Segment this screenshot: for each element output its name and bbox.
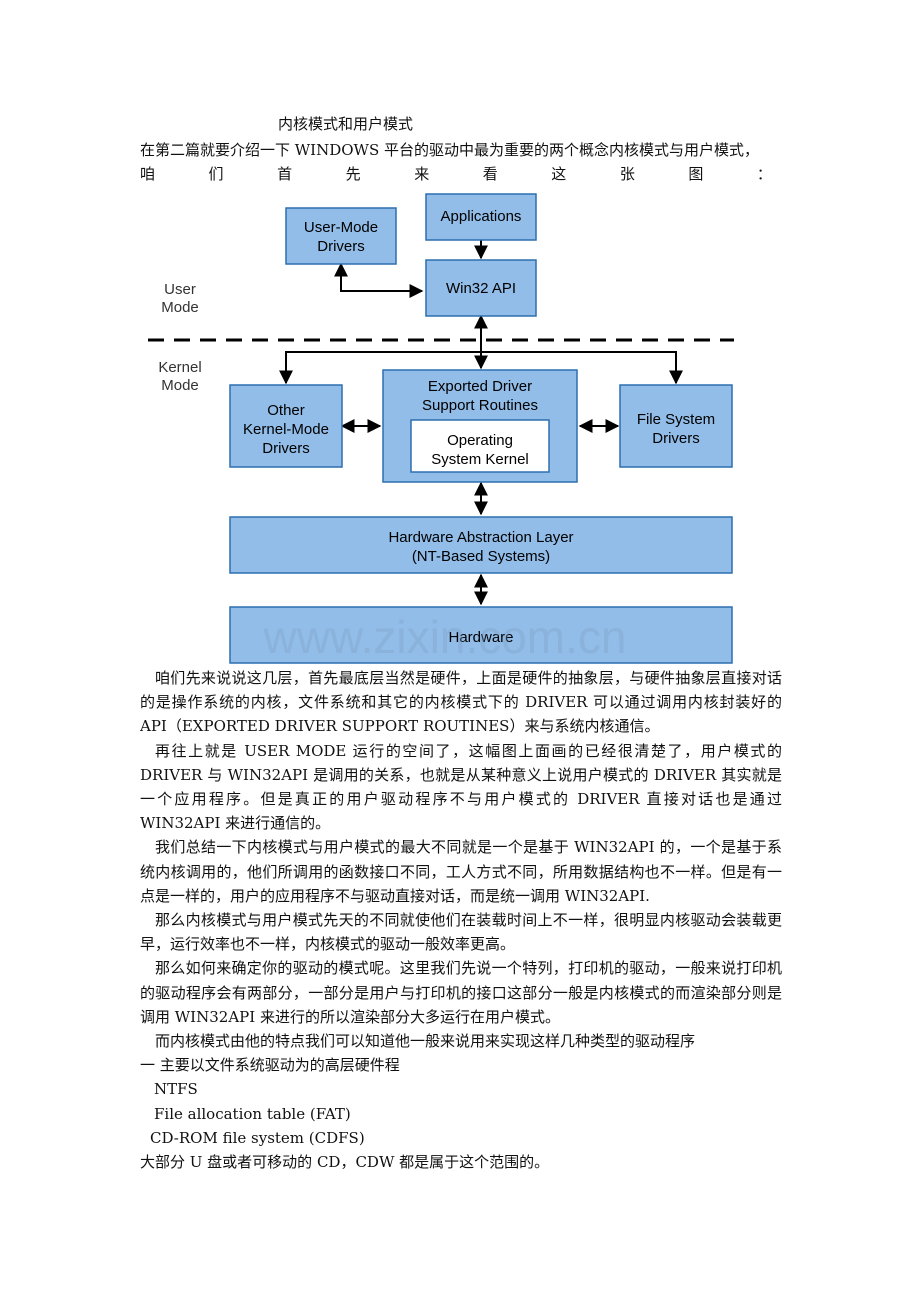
paragraph-7: 一 主要以文件系统驱动为的高层硬件程 — [140, 1056, 400, 1075]
label-user: User — [164, 281, 196, 298]
intro-line-2: 咱 们 首 先 来 看 这 张 图 ： — [140, 162, 772, 186]
paragraph-1: 咱们先来说说这几层，首先最底层当然是硬件，上面是硬件的抽象层，与硬件抽象层直接对… — [140, 669, 782, 736]
architecture-svg: User Mode Kernel Mode User-Mode Drivers … — [148, 193, 734, 664]
box-text: Drivers — [262, 440, 310, 457]
box-win32-api: Win32 API — [425, 259, 537, 317]
paragraph-6: 而内核模式由他的特点我们可以知道他一般来说用来实现这样几种类型的驱动程序 — [155, 1032, 696, 1051]
arrow-umd-win32 — [334, 262, 424, 298]
box-user-mode-drivers: User-Mode Drivers — [285, 207, 397, 265]
box-text: Applications — [441, 208, 522, 225]
doc-title: 内核模式和用户模式 — [278, 115, 414, 133]
box-applications: Applications — [425, 193, 537, 241]
intro-char: 首 — [277, 165, 293, 183]
intro-char: 们 — [208, 165, 224, 183]
paragraph-4: 那么内核模式与用户模式先天的不同就使他们在装载时间上不一样，很明显内核驱动会装载… — [140, 911, 782, 954]
intro-paragraph: 在第二篇就要介绍一下 WINDOWS 平台的驱动中最为重要的两个概念内核模式与用… — [140, 138, 790, 186]
box-file-system-drivers: File System Drivers — [619, 384, 733, 468]
box-text: Win32 API — [446, 280, 516, 297]
paragraph-5: 那么如何来确定你的驱动的模式呢。这里我们先说一个特列，打印机的驱动，一般来说打印… — [140, 959, 782, 1026]
list-item-cdfs: CD-ROM file system (CDFS) — [150, 1128, 365, 1147]
label-kernel: Kernel — [158, 359, 201, 376]
box-text: Drivers — [652, 430, 700, 447]
box-text: File System — [637, 411, 715, 428]
intro-line-1: 在第二篇就要介绍一下 WINDOWS 平台的驱动中最为重要的两个概念内核模式与用… — [140, 141, 760, 159]
intro-char: 张 — [619, 165, 635, 183]
paragraph-3: 我们总结一下内核模式与用户模式的最大不同就是一个是基于 WIN32API 的，一… — [140, 838, 782, 905]
arrow-branch-kernel — [279, 351, 683, 385]
box-text: Operating — [447, 432, 513, 449]
box-text: Drivers — [317, 238, 365, 255]
intro-char: 先 — [345, 165, 361, 183]
box-other-kernel-mode-drivers: Other Kernel-Mode Drivers — [229, 384, 343, 468]
box-text: Support Routines — [422, 397, 538, 414]
box-hardware-abstraction-layer: Hardware Abstraction Layer (NT-Based Sys… — [229, 516, 733, 574]
box-text: System Kernel — [431, 451, 529, 468]
intro-char: 咱 — [140, 165, 156, 183]
box-text: (NT-Based Systems) — [412, 548, 550, 565]
intro-char: ： — [756, 165, 772, 183]
box-text: Hardware Abstraction Layer — [388, 529, 573, 546]
box-text: Kernel-Mode — [243, 421, 329, 438]
box-operating-system-kernel: Operating System Kernel — [410, 419, 550, 473]
body-text: 咱们先来说说这几层，首先最底层当然是硬件，上面是硬件的抽象层，与硬件抽象层直接对… — [140, 666, 782, 1174]
intro-char: 这 — [551, 165, 567, 183]
box-text: Hardware — [448, 629, 513, 646]
paragraph-8: 大部分 U 盘或者可移动的 CD，CDW 都是属于这个范围的。 — [140, 1153, 550, 1172]
intro-char: 图 — [688, 165, 704, 183]
intro-char: 看 — [482, 165, 498, 183]
intro-char: 来 — [414, 165, 430, 183]
box-text: User-Mode — [304, 219, 378, 236]
watermark: www.zixin.com.cn — [263, 611, 627, 663]
paragraph-2: 再往上就是 USER MODE 运行的空间了，这幅图上面画的已经很清楚了，用户模… — [140, 741, 782, 833]
label-kernel-mode: Mode — [161, 377, 199, 394]
box-hardware: Hardware — [229, 606, 733, 664]
label-user-mode: Mode — [161, 299, 199, 316]
architecture-diagram: User Mode Kernel Mode User-Mode Drivers … — [140, 190, 780, 670]
box-text: Exported Driver — [428, 378, 532, 395]
list-item-ntfs: NTFS — [154, 1080, 198, 1099]
box-text: Other — [267, 402, 305, 419]
list-item-fat: File allocation table (FAT) — [154, 1104, 351, 1123]
